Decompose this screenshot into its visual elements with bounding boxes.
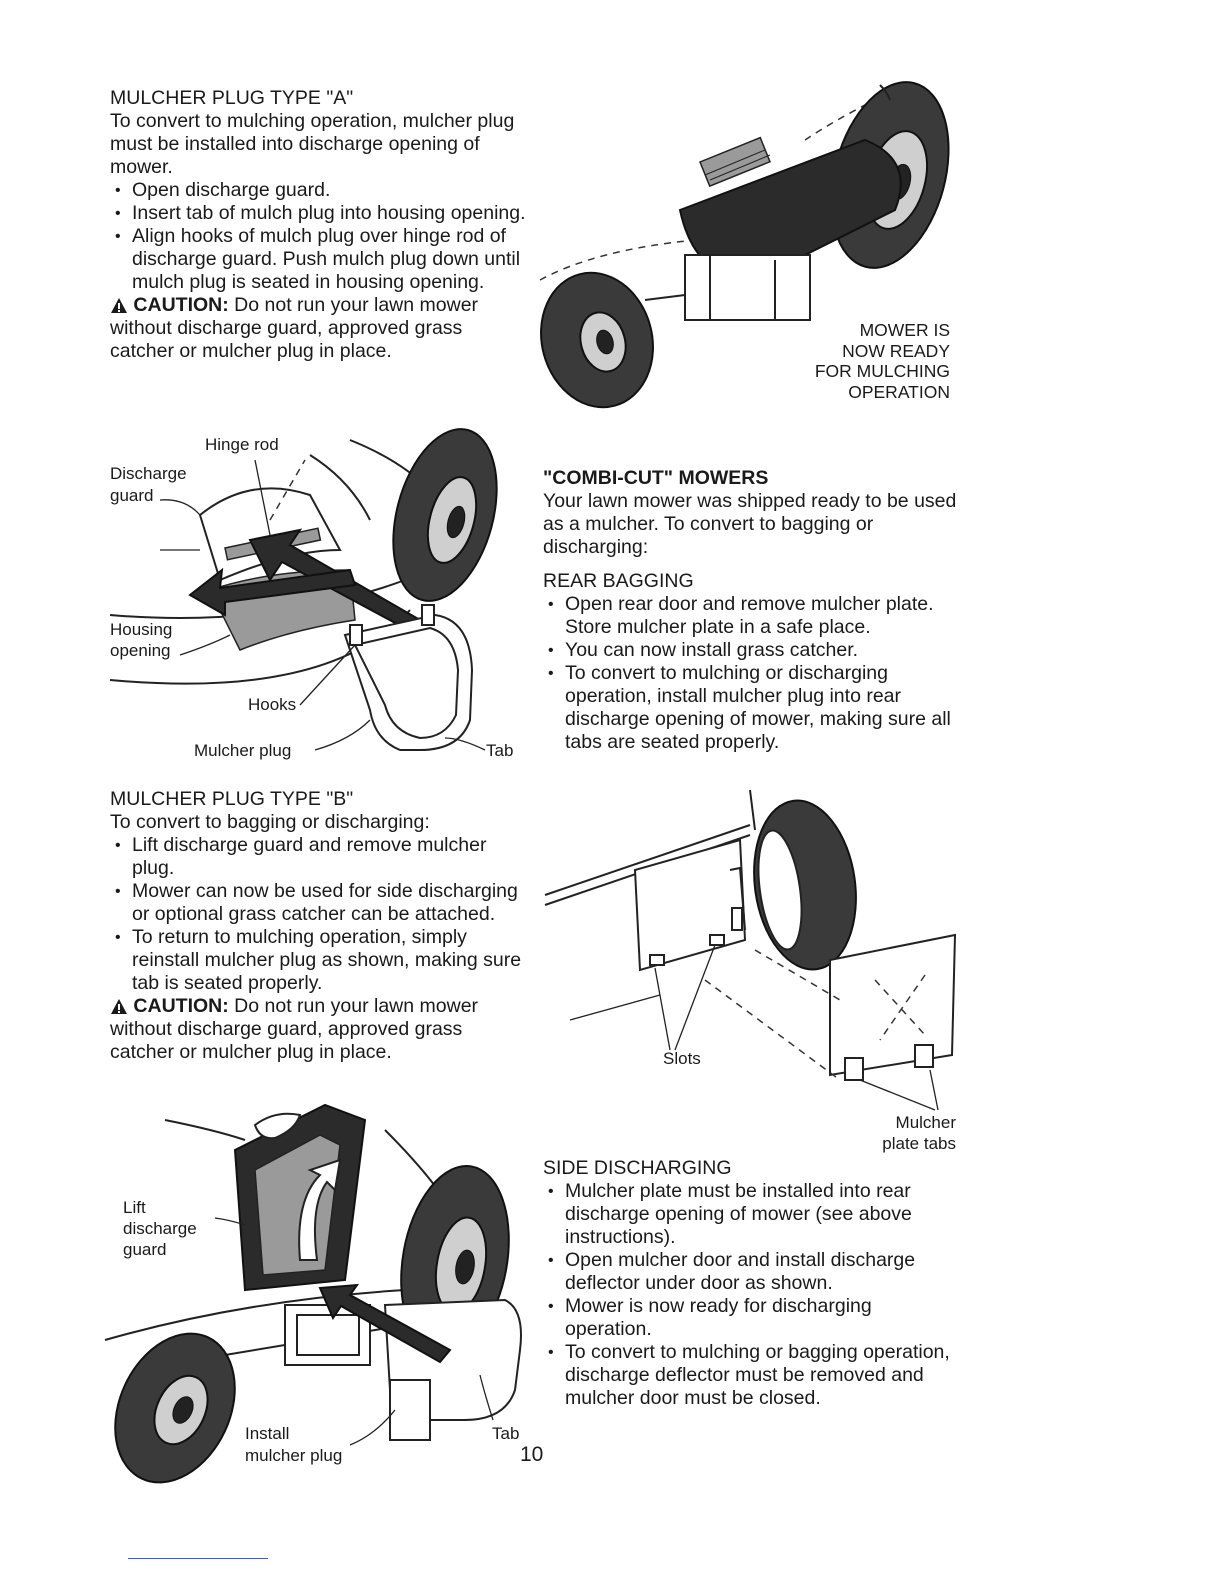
type-a-section: MULCHER PLUG TYPE "A" To convert to mulc… — [110, 87, 530, 363]
label-discharge-guard-2: guard — [110, 486, 154, 505]
label-mulcher-plug: Mulcher plug — [194, 741, 292, 760]
figure-ready-drawing — [539, 81, 950, 409]
type-b-step-1: Lift discharge guard and remove mulcher … — [110, 834, 530, 880]
warning-triangle-icon — [110, 294, 133, 316]
combi-intro: Your lawn mower was shipped ready to be … — [543, 490, 957, 558]
type-b-caution-text: Do not run your lawn mower without disch… — [110, 995, 479, 1063]
type-a-caution: CAUTION: Do not run your lawn mower with… — [110, 294, 530, 363]
rear-bagging-step-1: Open rear door and remove mulcher plate.… — [543, 593, 958, 639]
footer-rule — [128, 1558, 268, 1559]
rear-bagging-steps: Open rear door and remove mulcher plate.… — [543, 593, 958, 754]
type-a-step-1: Open discharge guard. — [110, 179, 530, 202]
ready-caption-line-1: MOWER IS — [859, 320, 950, 340]
label-tab-b: Tab — [492, 1424, 520, 1443]
warning-triangle-icon — [110, 995, 133, 1017]
combi-heading: "COMBI-CUT" MOWERS — [543, 467, 769, 489]
ready-caption-line-3: FOR MULCHING — [814, 361, 950, 381]
label-slots: Slots — [663, 1049, 701, 1068]
type-b-caution: CAUTION: Do not run your lawn mower with… — [110, 995, 530, 1064]
figure-type-b-drawing — [104, 1103, 522, 1484]
label-lift-3: guard — [123, 1240, 167, 1259]
type-a-caution-text: Do not run your lawn mower without disch… — [110, 294, 479, 362]
type-b-heading: MULCHER PLUG TYPE "B" — [110, 788, 354, 810]
type-a-intro: To convert to mulching operation, mulche… — [110, 110, 515, 178]
type-b-section: MULCHER PLUG TYPE "B" To convert to bagg… — [110, 788, 530, 1064]
rear-bagging-step-3: To convert to mulching or discharging op… — [543, 662, 958, 754]
type-b-step-3: To return to mulching operation, simply … — [110, 926, 530, 995]
ready-caption-line-2: NOW READY — [842, 340, 950, 361]
type-b-step-2: Mower can now be used for side dischargi… — [110, 880, 530, 926]
label-tab: Tab — [486, 741, 514, 760]
label-lift-2: discharge — [123, 1219, 197, 1238]
rear-bagging-heading: REAR BAGGING — [543, 570, 694, 592]
figure-plate-drawing — [544, 789, 957, 1111]
label-lift-1: Lift — [123, 1198, 146, 1217]
side-discharging-steps: Mulcher plate must be installed into rea… — [543, 1180, 963, 1410]
label-plate-tabs-1: Mulcher — [895, 1113, 956, 1132]
side-discharging-step-4: To convert to mulching or bagging operat… — [543, 1341, 963, 1410]
combi-section: "COMBI-CUT" MOWERS Your lawn mower was s… — [543, 467, 958, 754]
side-discharging-step-3: Mower is now ready for discharging opera… — [543, 1295, 963, 1341]
label-plate-tabs-2: plate tabs — [882, 1134, 956, 1153]
rear-bagging-step-2: You can now install grass catcher. — [543, 639, 958, 662]
label-housing-opening-2: opening — [110, 641, 171, 660]
label-discharge-guard-1: Discharge — [110, 464, 187, 483]
figure-type-a-drawing — [109, 428, 498, 751]
type-b-intro: To convert to bagging or discharging: — [110, 811, 430, 833]
type-a-heading: MULCHER PLUG TYPE "A" — [110, 87, 354, 109]
type-b-steps: Lift discharge guard and remove mulcher … — [110, 834, 530, 995]
ready-caption: MOWER IS NOW READY FOR MULCHING OPERATIO… — [790, 320, 950, 402]
side-discharging-heading: SIDE DISCHARGING — [543, 1157, 732, 1179]
label-install-2: mulcher plug — [245, 1446, 343, 1465]
type-a-step-2: Insert tab of mulch plug into housing op… — [110, 202, 530, 225]
side-discharging-step-2: Open mulcher door and install discharge … — [543, 1249, 963, 1295]
label-housing-opening-1: Housing — [110, 620, 173, 639]
type-a-step-3: Align hooks of mulch plug over hinge rod… — [110, 225, 530, 294]
ready-caption-line-4: OPERATION — [848, 381, 950, 402]
type-a-caution-label: CAUTION: — [133, 294, 229, 316]
label-hooks: Hooks — [248, 695, 297, 714]
label-hinge-rod: Hinge rod — [205, 435, 279, 454]
type-a-steps: Open discharge guard. Insert tab of mulc… — [110, 179, 530, 294]
type-b-caution-label: CAUTION: — [133, 995, 229, 1017]
page-number: 10 — [520, 1443, 544, 1466]
side-discharging-section: SIDE DISCHARGING Mulcher plate must be i… — [543, 1157, 963, 1410]
side-discharging-step-1: Mulcher plate must be installed into rea… — [543, 1180, 963, 1249]
label-plate-tabs: Mulcher plate tabs — [830, 1112, 956, 1154]
label-install-1: Install — [245, 1424, 290, 1443]
